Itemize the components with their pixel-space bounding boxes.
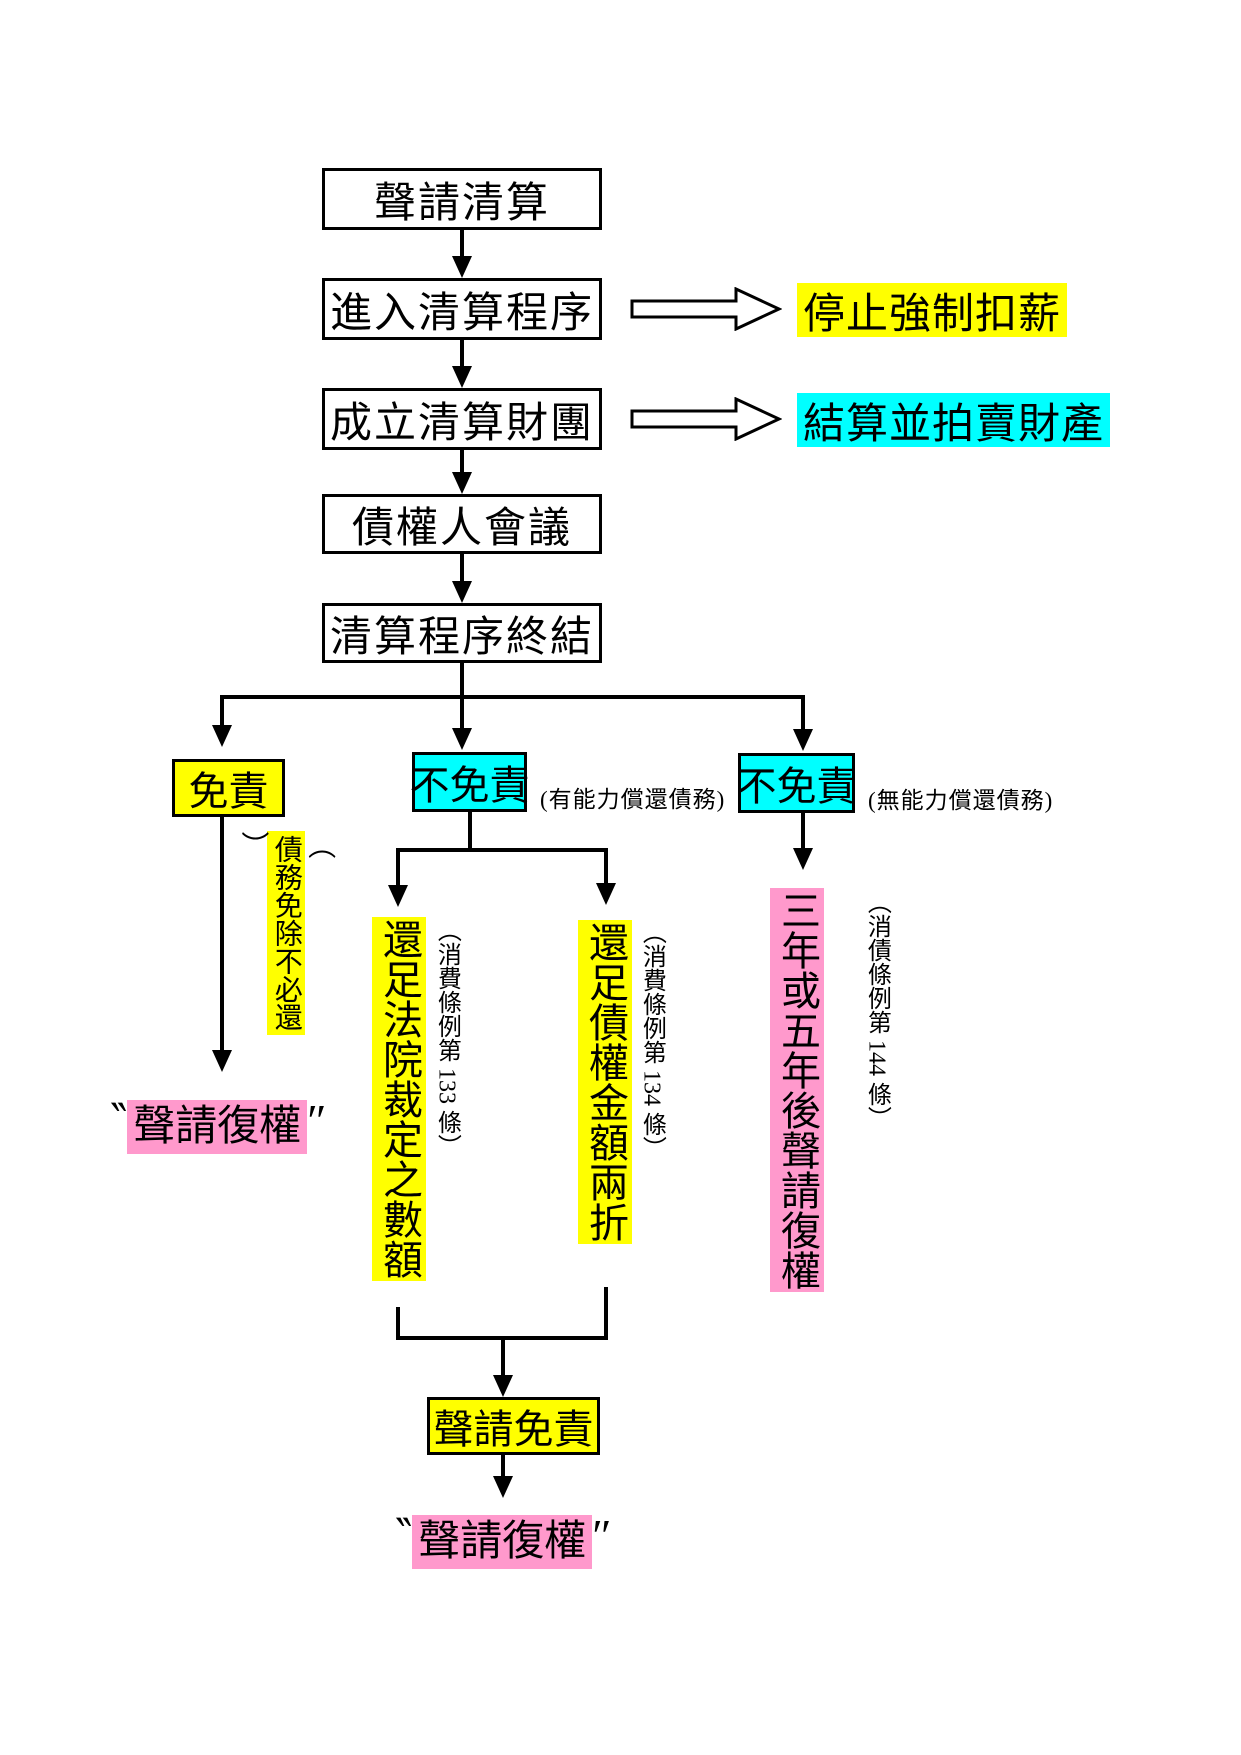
statute-article-144: （消債條例第 144 條） xyxy=(863,890,890,1130)
exempt-note-text: 債務免除不必還 xyxy=(267,831,305,1035)
arrow-down-icon xyxy=(452,728,472,750)
option-pay-20-percent: 還足債權金額兩折 xyxy=(578,920,632,1244)
arrow-down-icon xyxy=(212,1050,232,1072)
arrow-down-icon xyxy=(212,725,232,747)
statute-article-133: （消費條例第 133 條） xyxy=(433,918,460,1158)
condition-able-to-repay: (有能力償還債務) xyxy=(540,787,726,812)
result-restore-rights-bottom-label: 聲請復權 xyxy=(412,1515,593,1570)
apply-discharge-label: 聲請免責 xyxy=(433,1407,594,1452)
result-restore-rights-left-label: 聲請復權 xyxy=(127,1100,308,1155)
branch-exempt-label: 免責 xyxy=(188,769,269,814)
hollow-right-arrow-icon xyxy=(630,287,782,331)
connector-line xyxy=(604,1287,608,1340)
connector-line xyxy=(460,340,464,368)
arrow-down-icon xyxy=(793,729,813,751)
quote-open: ‶ xyxy=(110,1095,128,1146)
step-form-estate-box: 成立清算財團 xyxy=(322,388,602,450)
effect-settle-auction-assets: 結算並拍賣財產 xyxy=(797,393,1111,448)
arrow-down-icon xyxy=(452,472,472,494)
connector-line xyxy=(501,1455,505,1478)
arrow-down-icon xyxy=(388,885,408,907)
effect-stop-wage-garnishment: 停止強制扣薪 xyxy=(797,283,1068,338)
branch-nonexempt-unable-box: 不免責 xyxy=(736,753,857,813)
branch-nonexempt-able-box: 不免責 xyxy=(409,752,530,812)
connector-line xyxy=(604,848,608,885)
connector-line xyxy=(468,812,472,850)
connector-line xyxy=(460,230,464,258)
connector-line xyxy=(220,817,224,1050)
quote-close: ″ xyxy=(592,1510,612,1561)
step-creditors-meeting-label: 債權人會議 xyxy=(351,505,572,552)
step-form-estate-label: 成立清算財團 xyxy=(329,400,594,447)
connector-line xyxy=(460,695,464,730)
connector-line xyxy=(396,848,608,852)
option-pay-court-amount: 還足法院裁定之數額 xyxy=(372,917,426,1281)
paren-open: （ xyxy=(304,831,336,859)
arrow-down-icon xyxy=(793,848,813,870)
connector-line xyxy=(801,813,805,850)
connector-line xyxy=(460,450,464,474)
hollow-right-arrow-icon xyxy=(630,397,782,441)
step-apply-liquidation-label: 聲請清算 xyxy=(373,180,550,227)
step-procedure-end-box: 清算程序終結 xyxy=(322,603,602,663)
quote-close: ″ xyxy=(307,1095,327,1146)
connector-line xyxy=(222,695,805,699)
connector-line xyxy=(396,1336,608,1340)
connector-line xyxy=(460,554,464,583)
arrow-down-icon xyxy=(452,366,472,388)
result-restore-rights-left: ‶ 聲請復權 ″ xyxy=(110,1095,327,1155)
exempt-note-vertical: （ 債務免除不必還 ） xyxy=(237,831,336,1035)
step-creditors-meeting-box: 債權人會議 xyxy=(322,494,602,554)
arrow-down-icon xyxy=(493,1476,513,1498)
step-procedure-end-label: 清算程序終結 xyxy=(329,614,594,661)
statute-article-134: （消費條例第 134 條） xyxy=(638,920,665,1160)
connector-line xyxy=(396,848,400,887)
branch-nonexempt-able-label: 不免責 xyxy=(409,763,530,808)
arrow-down-icon xyxy=(452,581,472,603)
branch-nonexempt-unable-label: 不免責 xyxy=(736,764,857,809)
effect-settle-auction-assets-label: 結算並拍賣財產 xyxy=(803,401,1105,448)
paren-close: ） xyxy=(237,831,269,859)
connector-line xyxy=(460,663,464,699)
step-apply-liquidation-box: 聲請清算 xyxy=(322,168,602,230)
connector-line xyxy=(801,695,805,731)
outcome-restore-after-3or5-years: 三年或五年後聲請復權 xyxy=(770,888,824,1292)
apply-discharge-box: 聲請免責 xyxy=(427,1397,600,1455)
result-restore-rights-bottom: ‶ 聲請復權 ″ xyxy=(395,1510,612,1570)
arrow-down-icon xyxy=(596,883,616,905)
connector-line xyxy=(220,695,224,727)
condition-unable-to-repay: (無能力償還債務) xyxy=(868,788,1054,813)
arrow-down-icon xyxy=(493,1375,513,1397)
arrow-down-icon xyxy=(452,256,472,278)
connector-line xyxy=(396,1307,400,1340)
connector-line xyxy=(501,1340,505,1377)
branch-exempt-box: 免責 xyxy=(172,759,285,817)
quote-open: ‶ xyxy=(395,1510,413,1561)
step-enter-procedure-box: 進入清算程序 xyxy=(322,278,602,340)
effect-stop-wage-garnishment-label: 停止強制扣薪 xyxy=(803,291,1062,338)
step-enter-procedure-label: 進入清算程序 xyxy=(329,290,594,337)
